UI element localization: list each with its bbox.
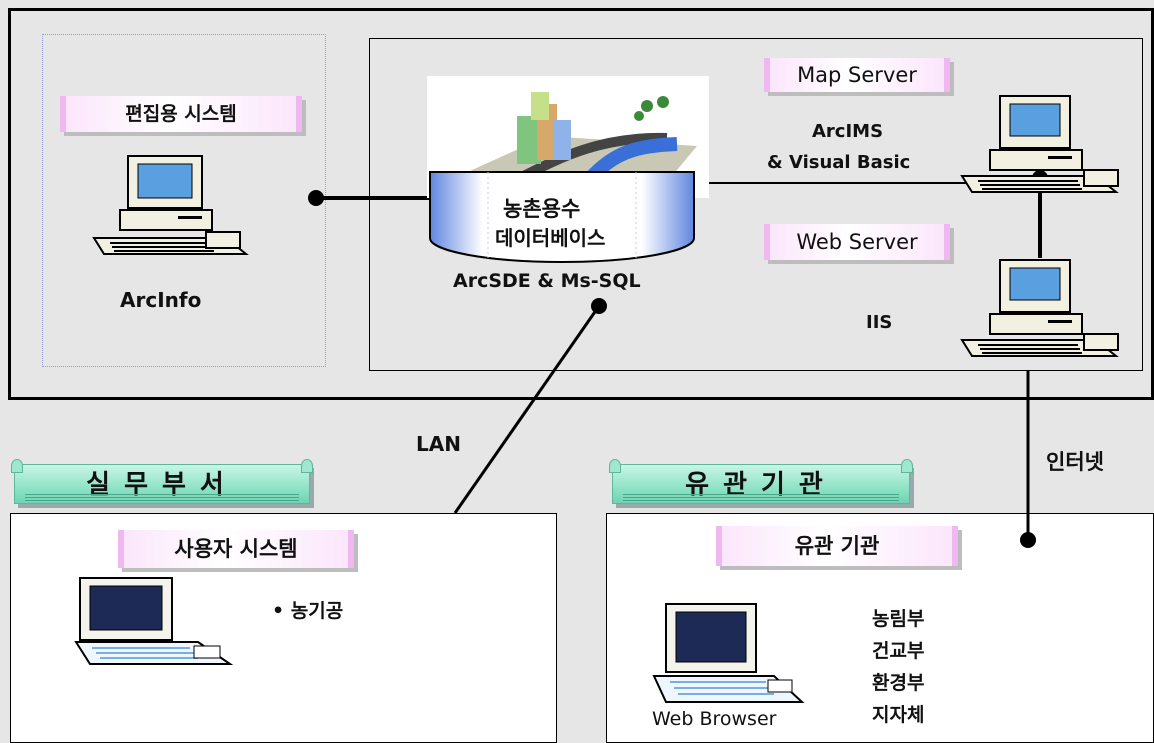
agency-item-4: 지자체 [872,704,925,726]
agency-banner: 유관기관 [609,459,913,504]
dept-banner-text: 실무부서 [86,470,238,500]
internet-label: 인터넷 [1046,450,1104,474]
web-server-computer-icon [960,259,1119,357]
dept-banner: 실무부서 [11,459,313,504]
agency-item-2: 건교부 [872,640,925,662]
web-browser-label: Web Browser [652,708,777,730]
edit-system-software: ArcInfo [120,288,202,312]
web-server-title: Web Server [764,224,950,260]
dept-item: • 농기공 [272,600,344,622]
workstation-icon [92,155,249,255]
browser-laptop-icon [652,603,805,703]
edit-system-panel [42,34,326,367]
map-server-computer-icon [960,95,1119,193]
map-server-line1: ArcIMS [812,121,884,142]
agency-item-3: 환경부 [872,672,925,694]
agency-box-title: 유관 기관 [716,526,958,566]
user-system-title: 사용자 시스템 [118,530,354,568]
database-cylinder-icon [429,171,695,263]
edit-system-title: 편집용 시스템 [60,96,302,132]
database-name-line1: 농촌용수 [503,197,581,221]
map-server-title: Map Server [764,58,950,92]
web-server-software: IIS [866,312,893,333]
database-software: ArcSDE & Ms-SQL [453,270,641,292]
map-server-line2: & Visual Basic [767,152,911,173]
agency-item-1: 농림부 [872,608,925,630]
laptop-icon [74,577,234,665]
server-panel [369,38,1143,371]
database-name-line2: 데이터베이스 [495,226,606,250]
lan-label: LAN [416,432,461,456]
agency-banner-text: 유관기관 [685,470,837,500]
